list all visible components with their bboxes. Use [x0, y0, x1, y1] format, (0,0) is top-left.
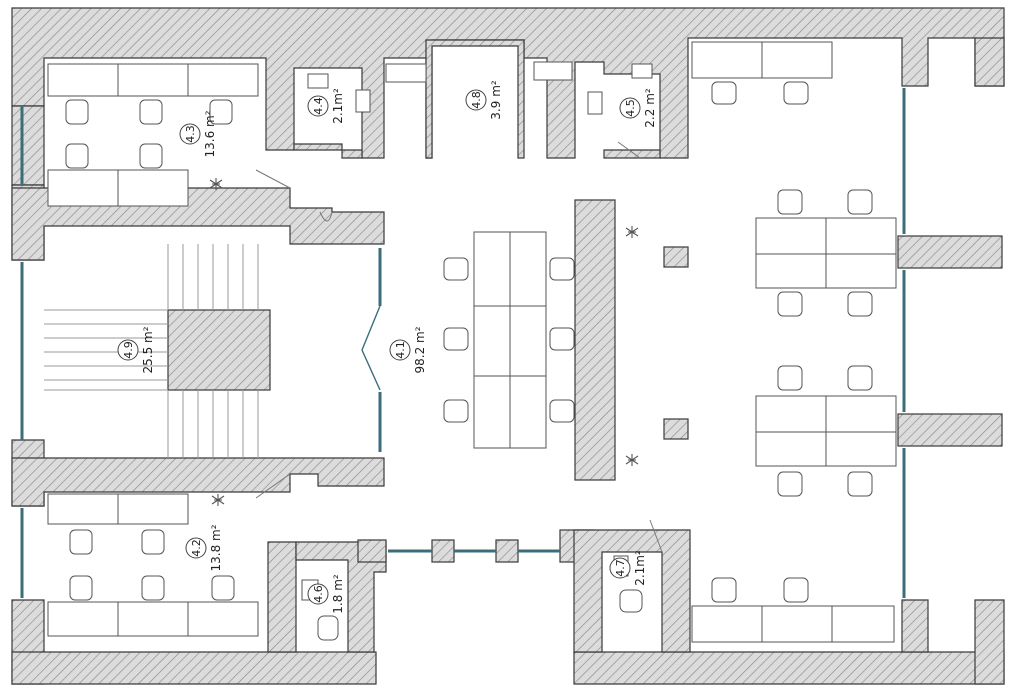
- outer-wall-right-bottom2: [901, 599, 929, 653]
- stairs: [44, 244, 259, 458]
- pilaster-2: [897, 413, 1003, 447]
- stair-core: [167, 309, 271, 391]
- room-id: 4.1: [394, 341, 407, 359]
- room-tag-circle: [117, 339, 139, 361]
- pilaster-1: [897, 235, 1003, 269]
- room-label-4-5: 4.5 2.2 m²: [619, 88, 657, 128]
- room-id: 4.6: [312, 585, 325, 603]
- room-area: 2.1m²: [331, 88, 345, 124]
- room-tag-circle: [185, 537, 207, 559]
- room-tag-circle: [619, 97, 641, 119]
- lift-wall-left: [357, 539, 387, 563]
- room-id: 4.8: [470, 91, 483, 109]
- central-partition: [574, 199, 616, 481]
- room-tag-circle: [389, 339, 411, 361]
- room-area: 13.6 m²: [203, 110, 217, 157]
- wall-45: [603, 149, 661, 159]
- outer-wall-bottom: [11, 651, 377, 685]
- lift-post-1: [431, 539, 455, 563]
- room-label-4-6: 4.6 1.8 m²: [307, 574, 345, 614]
- outer-wall-right-top: [974, 37, 1005, 87]
- wall-48: [425, 39, 525, 159]
- walls: [11, 7, 1005, 685]
- outer-wall-bottom-right: [573, 651, 1005, 685]
- room-id: 4.4: [312, 97, 325, 115]
- room-id: 4.5: [624, 99, 637, 117]
- room-tag-circle: [307, 95, 329, 117]
- glazing: [20, 88, 906, 598]
- column-1: [663, 246, 689, 268]
- room-area: 13.8 m²: [209, 524, 223, 571]
- room-id: 4.9: [122, 341, 135, 359]
- room-label-4-2: 4.2 13.8 m²: [185, 524, 223, 572]
- outer-wall-left: [11, 105, 45, 186]
- outer-wall-right-bottom: [974, 599, 1005, 685]
- room-label-4-3: 4.3 13.6 m²: [179, 110, 217, 158]
- doors: [255, 141, 663, 553]
- room-tag-circle: [609, 557, 631, 579]
- room-area: 2.1m²: [633, 550, 647, 586]
- room-id: 4.3: [184, 125, 197, 143]
- stair-door: [361, 305, 381, 391]
- light-fixtures: [209, 178, 639, 506]
- wall-44: [293, 143, 363, 159]
- lift-post-2: [495, 539, 519, 563]
- room-area: 1.8 m²: [331, 574, 345, 614]
- room-area: 2.2 m²: [643, 88, 657, 128]
- furniture: [47, 41, 897, 643]
- wall-42-right: [267, 541, 297, 653]
- room-label-4-4: 4.4 2.1m²: [307, 88, 345, 124]
- room-tag-circle: [465, 89, 487, 111]
- room-area: 3.9 m²: [489, 80, 503, 120]
- room-id: 4.2: [190, 539, 203, 557]
- room-tag-circle: [307, 583, 329, 605]
- room-area: 98.2 m²: [413, 326, 427, 373]
- room-label-4-1: 4.1 98.2 m²: [389, 326, 427, 374]
- room-label-4-7: 4.7 2.1m²: [609, 550, 647, 586]
- room-label-4-9: 4.9 25.5 m²: [117, 326, 155, 374]
- room-label-4-8: 4.8 3.9 m²: [465, 80, 503, 120]
- room-id: 4.7: [614, 559, 627, 577]
- column-2: [663, 418, 689, 440]
- room-tag-circle: [179, 123, 201, 145]
- room-area: 25.5 m²: [141, 326, 155, 373]
